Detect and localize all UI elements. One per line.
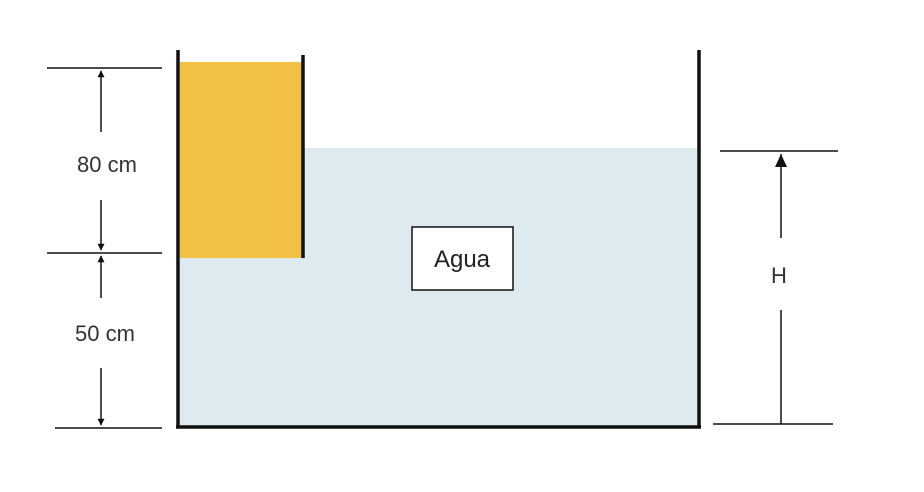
dim-h-label: H [771, 263, 787, 288]
upper-fluid [180, 62, 302, 258]
water-label-box [411, 226, 514, 291]
water-label: Agua [434, 246, 491, 273]
dim-lower-label: 50 cm [75, 321, 135, 346]
dim-h-arrowhead [775, 154, 787, 167]
dim-upper-label: 80 cm [77, 152, 137, 177]
